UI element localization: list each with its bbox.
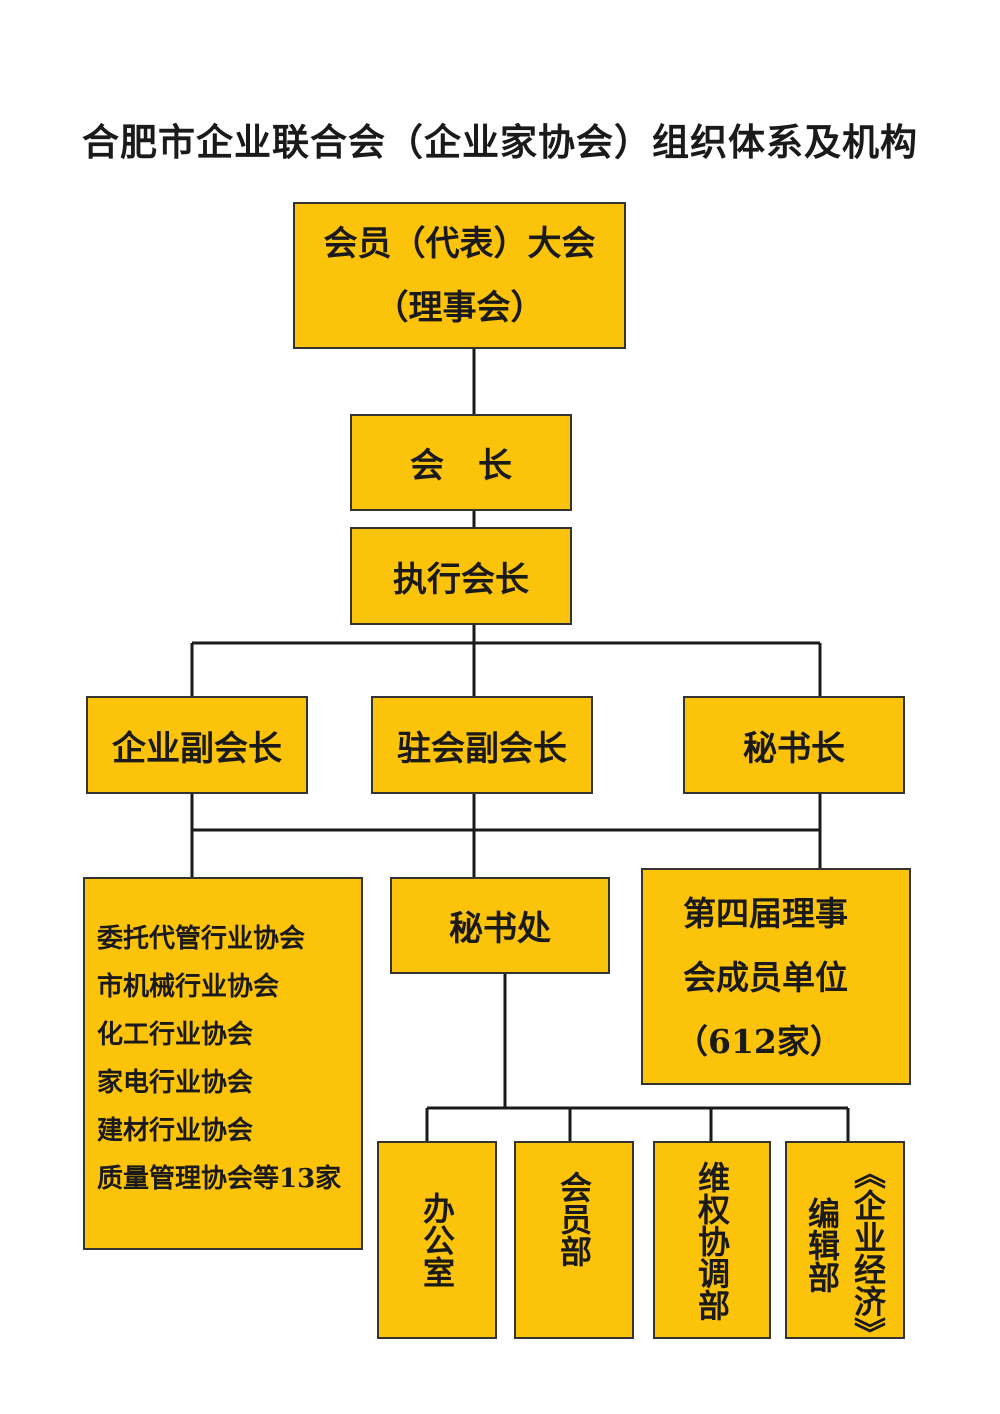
associations-box: 委托代管行业协会 市机械行业协会 化工行业协会 家电行业协会 建材行业协会 质量… — [83, 877, 363, 1250]
association-item: 建材行业协会 — [97, 1116, 254, 1146]
assembly-box: 会员（代表）大会 （理事会） — [293, 202, 626, 349]
department-box-office: 办公室 — [377, 1141, 497, 1339]
association-item: 家电行业协会 — [97, 1068, 254, 1098]
association-item: 化工行业协会 — [97, 1020, 254, 1050]
assembly-line1: 会员（代表）大会 — [323, 223, 596, 264]
department-label: 办公室 — [418, 1192, 456, 1288]
association-item: 质量管理协会等13家 — [97, 1164, 342, 1194]
department-box-membership: 会员部 — [514, 1141, 634, 1339]
secretary-general-box: 秘书长 — [683, 696, 905, 794]
executive-president-label: 执行会长 — [393, 559, 529, 600]
resident-vp-box: 驻会副会长 — [371, 696, 593, 794]
journal-label: 《企业经济》 — [849, 1157, 887, 1349]
council-members-box: 第四届理事 会成员单位 （612家） — [641, 868, 911, 1085]
secretariat-label: 秘书处 — [449, 909, 551, 949]
department-box-rights: 维权协调部 — [653, 1141, 771, 1339]
council-members-line3: （612家） — [675, 1022, 843, 1061]
enterprise-vp-label: 企业副会长 — [112, 728, 282, 769]
secretariat-box: 秘书处 — [390, 877, 610, 974]
chart-title: 合肥市企业联合会（企业家协会）组织体系及机构 — [82, 120, 918, 164]
president-box: 会 长 — [350, 414, 572, 511]
council-members-line2: 会成员单位 — [683, 958, 848, 997]
enterprise-vp-box: 企业副会长 — [86, 696, 308, 794]
department-box-editorial: 《企业经济》 编辑部 — [785, 1141, 905, 1349]
department-label: 维权协调部 — [693, 1161, 731, 1321]
association-item: 委托代管行业协会 — [97, 924, 306, 954]
association-item: 市机械行业协会 — [97, 972, 280, 1002]
department-label: 编辑部 — [803, 1197, 841, 1293]
department-label: 会员部 — [555, 1171, 593, 1267]
president-label: 会 长 — [410, 446, 512, 486]
resident-vp-label: 驻会副会长 — [397, 728, 567, 769]
secretary-general-label: 秘书长 — [743, 728, 845, 769]
executive-president-box: 执行会长 — [350, 527, 572, 625]
council-members-line1: 第四届理事 — [683, 894, 848, 933]
assembly-line2: （理事会） — [374, 287, 545, 328]
